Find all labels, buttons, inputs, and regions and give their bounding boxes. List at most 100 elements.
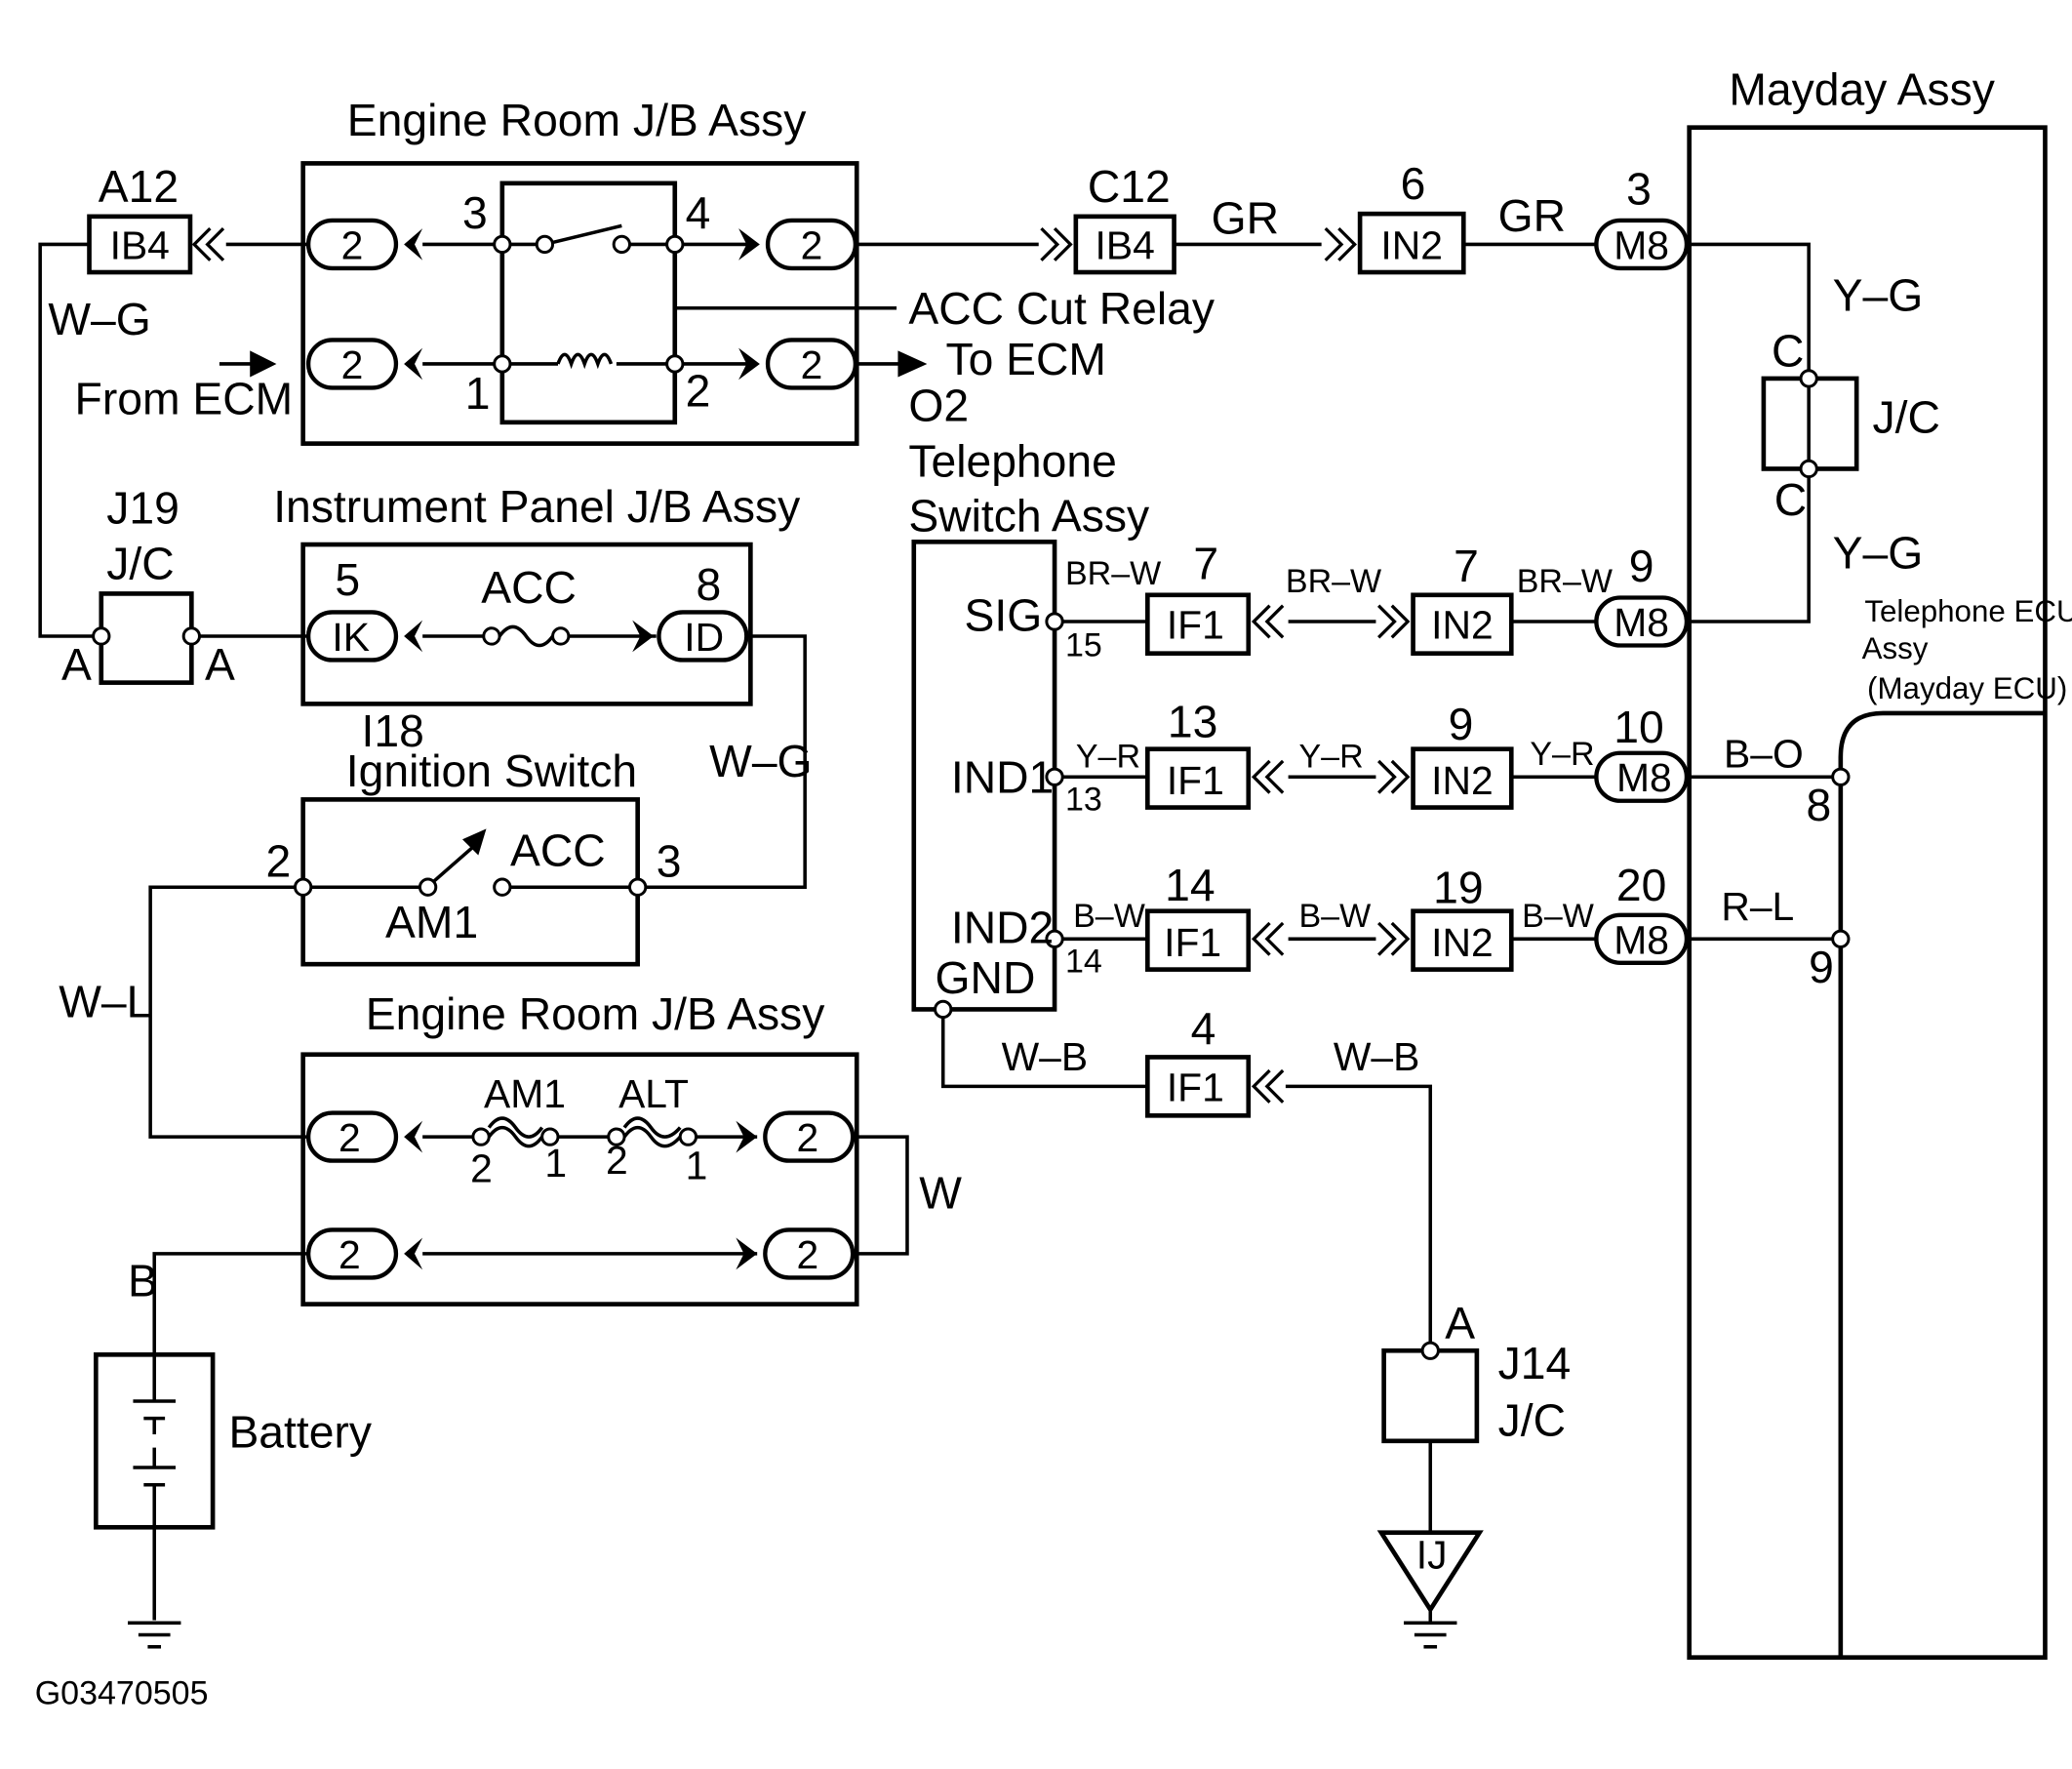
wire-w-g-a12 (38, 242, 101, 638)
telephone-switch-id: O2 (908, 380, 969, 430)
jb-connector: 2 (763, 1110, 856, 1163)
if1-connector-gnd: IF1 (1145, 1055, 1252, 1118)
svg-text:4: 4 (1191, 1003, 1216, 1054)
svg-text:C: C (1774, 474, 1807, 525)
wire-w-l (148, 885, 309, 1139)
pin-gnd-label: GND (936, 952, 1036, 1003)
telephone-ecu-title-3: (Mayday ECU) (1867, 671, 2067, 705)
svg-text:IK: IK (332, 615, 370, 660)
telephone-ecu-title-2: Assy (1862, 631, 1929, 665)
svg-text:M8: M8 (1616, 755, 1672, 800)
wire-color-label: Y–R (1299, 739, 1364, 776)
if1-connector-ind1: IF1 (1145, 746, 1252, 810)
svg-text:A: A (1445, 1298, 1475, 1348)
jc-j14-label: J/C (1498, 1394, 1566, 1445)
wire-color-label: Y–R (1076, 739, 1140, 776)
mayday-assy-title: Mayday Assy (1729, 64, 1995, 115)
svg-text:IF1: IF1 (1167, 603, 1224, 648)
svg-text:3: 3 (462, 187, 488, 238)
in2-connector-ind2: IN2 (1411, 908, 1514, 972)
wire-color-label: W–B (1002, 1034, 1088, 1079)
svg-text:2: 2 (470, 1146, 493, 1190)
wire-color-label: Y–G (1833, 269, 1924, 320)
fuse-alt-icon (607, 1116, 698, 1148)
fuse-am1-label: AM1 (484, 1071, 566, 1116)
fuse-alt-label: ALT (618, 1071, 689, 1116)
telephone-switch-title-1: Telephone (908, 436, 1117, 487)
wire-color-label: W–B (1334, 1034, 1419, 1079)
jb-connector: 2 (305, 338, 399, 390)
telephone-ecu-outline (1838, 710, 2046, 1658)
svg-text:6: 6 (1401, 158, 1426, 209)
wire-b (152, 1252, 309, 1355)
svg-text:19: 19 (1433, 863, 1483, 913)
ik-connector: IK (305, 610, 399, 663)
jb-connector: 2 (765, 338, 858, 390)
wire-color-label: B (128, 1255, 158, 1306)
svg-text:2: 2 (797, 1232, 819, 1277)
svg-text:1: 1 (465, 368, 491, 419)
fuse-am1-icon (471, 1116, 560, 1148)
jc-mayday-label: J/C (1873, 392, 1940, 443)
in2-connector-ind1: IN2 (1411, 746, 1514, 810)
svg-text:IF1: IF1 (1164, 920, 1221, 965)
svg-text:M8: M8 (1614, 222, 1669, 267)
svg-text:A: A (205, 639, 235, 690)
in2-connector-sig: IN2 (1411, 592, 1514, 656)
svg-text:2: 2 (686, 366, 711, 417)
terminal-icon (92, 234, 1851, 1360)
wire-color-label: Y–R (1530, 736, 1594, 773)
svg-text:3: 3 (1626, 164, 1652, 215)
id-connector: ID (657, 610, 749, 663)
wire-color-label: B–W (1073, 898, 1145, 935)
telephone-ecu-title-1: Telephone ECU (1864, 594, 2072, 628)
svg-text:2: 2 (341, 342, 364, 387)
chevron-icon (191, 226, 1411, 1104)
wire-color-label: GR (1212, 193, 1279, 244)
wire-y-g (1686, 242, 1811, 623)
svg-text:10: 10 (1614, 702, 1663, 752)
pin-ind2-label: IND2 (951, 902, 1054, 952)
wire-color-label: BR–W (1517, 563, 1613, 600)
ignition-switch-id: I18 (362, 705, 424, 756)
wire-color-label: W–G (709, 736, 812, 786)
acc-cut-relay-box (499, 181, 678, 425)
if1-connector-ind2: IF1 (1145, 908, 1252, 972)
svg-text:IF1: IF1 (1167, 1065, 1224, 1109)
svg-text:2: 2 (801, 342, 823, 387)
jc-j19-label: J/C (106, 538, 174, 588)
svg-text:M8: M8 (1614, 600, 1669, 645)
svg-text:1: 1 (544, 1141, 567, 1186)
wire-color-label: B–W (1299, 898, 1372, 935)
m8-connector: M8 (1594, 912, 1690, 965)
wire-w-g-id-ign (637, 634, 807, 889)
svg-text:ID: ID (684, 615, 724, 660)
svg-text:9: 9 (1449, 699, 1474, 749)
c12-label: C12 (1088, 161, 1171, 212)
svg-text:IB4: IB4 (110, 222, 170, 267)
telephone-switch-title-2: Switch Assy (908, 490, 1150, 541)
svg-text:M8: M8 (1614, 917, 1669, 962)
jc-j19-box (99, 591, 194, 685)
ignition-switch-contact-icon (418, 828, 512, 897)
svg-text:5: 5 (335, 554, 360, 605)
figure-id: G03470505 (35, 1674, 209, 1711)
jb-connector: 2 (763, 1227, 856, 1280)
svg-text:7: 7 (1454, 541, 1479, 591)
svg-text:IN2: IN2 (1380, 222, 1443, 267)
ib4-connector-a12: IB4 (87, 214, 193, 275)
engine-room-jb-top-box (300, 161, 859, 446)
pin-numbers: 3 4 1 2 5 8 2 3 A A C C A 2 1 2 1 6 3 7 … (61, 158, 1834, 1348)
fuse-acc-label: ACC (481, 562, 577, 613)
jb-connector: 2 (305, 1227, 399, 1280)
a12-label: A12 (99, 161, 179, 212)
instrument-panel-jb-title: Instrument Panel J/B Assy (273, 481, 801, 532)
wire-color-label: BR–W (1286, 563, 1381, 600)
svg-text:13: 13 (1065, 781, 1102, 818)
wire-color-label: W–G (48, 294, 150, 344)
svg-text:A: A (61, 639, 92, 690)
engine-room-jb-top-title: Engine Room J/B Assy (347, 95, 807, 145)
svg-text:1: 1 (686, 1144, 708, 1188)
wire-color-label: BR–W (1065, 555, 1161, 592)
wire-color-label: W–L (59, 977, 151, 1027)
